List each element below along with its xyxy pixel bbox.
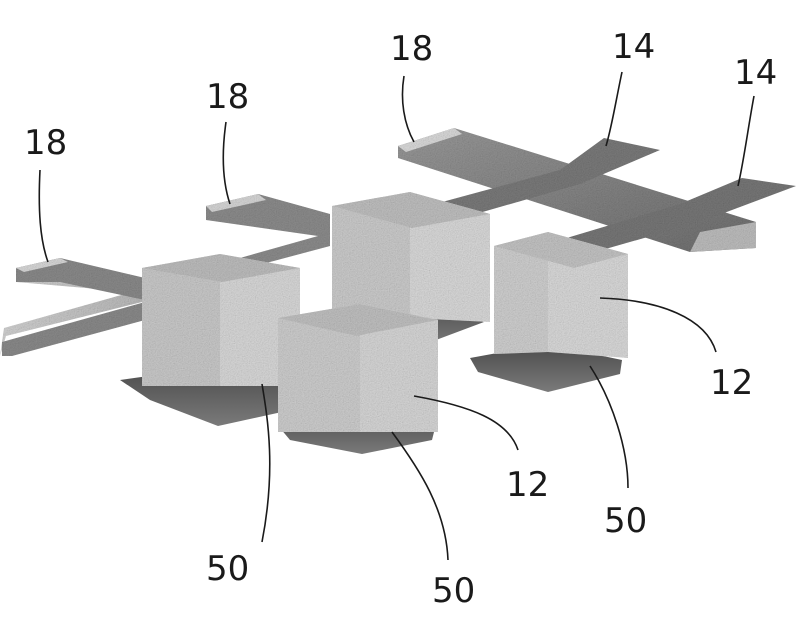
cell-cube-center-bottom	[278, 304, 438, 454]
word-line-bar-top-cap	[398, 128, 462, 152]
cube-cbot-front	[278, 304, 360, 432]
cube-cbot-side	[360, 304, 438, 432]
label-50-center: 50	[432, 571, 475, 611]
cube-left-front	[142, 254, 220, 386]
cell-cube-right	[470, 232, 628, 392]
cube-cbot-top	[278, 304, 438, 336]
word-line-bar-mid-left	[206, 194, 330, 270]
leader-50-left	[261, 383, 271, 543]
bit-line-bar-upper	[420, 138, 660, 230]
cube-right-front	[494, 232, 548, 354]
label-50-left: 50	[206, 549, 249, 589]
reference-labels: 18 18 18 14 14 12 12 50 50 50	[24, 27, 777, 611]
label-14-right: 14	[734, 53, 777, 93]
word-line-bar-left-cap	[16, 258, 68, 272]
leader-14-right	[737, 95, 755, 187]
leader-18-mid	[222, 121, 231, 205]
leader-50-right	[589, 365, 629, 489]
bit-line-bar-right	[560, 178, 796, 262]
contact-shadow-right	[470, 344, 622, 392]
cell-cube-left	[120, 254, 304, 426]
label-18-top: 18	[390, 29, 433, 69]
leader-12-right	[599, 297, 717, 353]
cube-left-top	[142, 254, 300, 282]
line-bars	[0, 128, 796, 356]
label-12-right: 12	[710, 363, 753, 403]
word-line-bar-mid-left-cap	[206, 194, 266, 212]
leader-18-top	[401, 75, 415, 143]
leader-14-upper	[605, 71, 623, 147]
leader-50-center	[391, 431, 449, 561]
leader-12-center	[413, 395, 519, 451]
word-line-bar-left-body	[2, 258, 145, 356]
label-14-upper: 14	[612, 27, 655, 67]
cube-ctop-top	[332, 192, 490, 228]
cube-right-top	[494, 232, 628, 268]
label-18-mid: 18	[206, 77, 249, 117]
leader-lines	[38, 71, 755, 561]
word-line-bar-top-end	[690, 222, 756, 252]
label-18-left: 18	[24, 123, 67, 163]
leader-18-left	[38, 169, 49, 263]
label-12-center: 12	[506, 465, 549, 505]
cube-ctop-front	[332, 192, 410, 318]
label-50-right: 50	[604, 501, 647, 541]
